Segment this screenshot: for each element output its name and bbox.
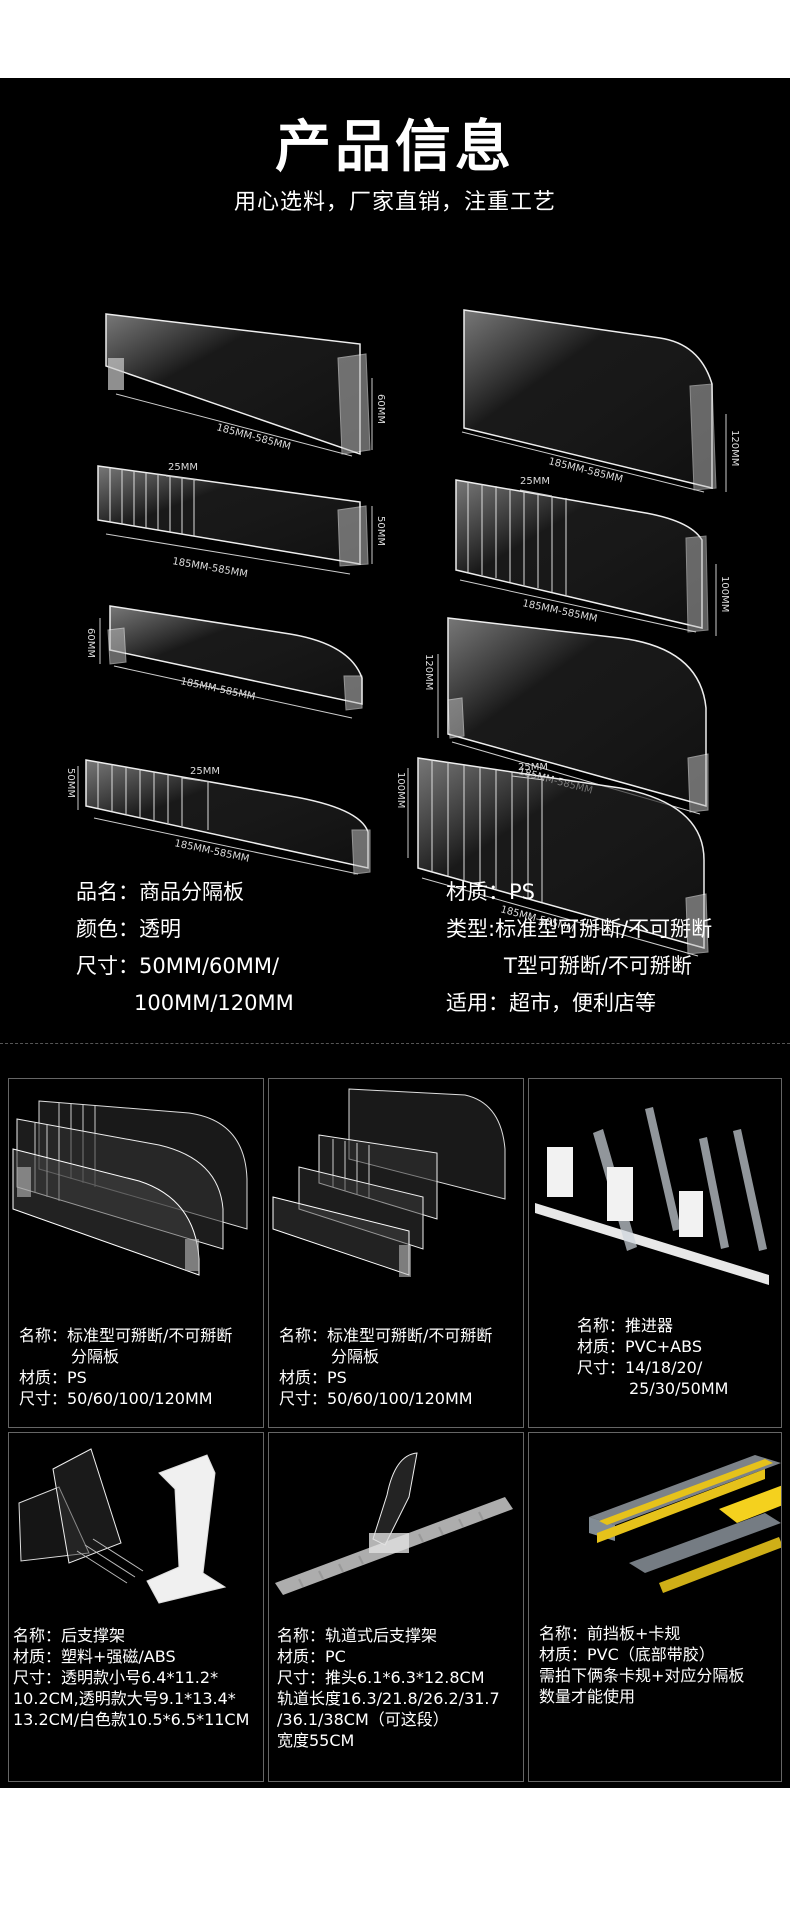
- product-illustrations-svg: 185MM-585MM 60MM 185MM-585MM 120MM: [65, 309, 740, 957]
- accessory-grid: 名称：标准型可掰断/不可掰断 分隔板 材质：PS 尺寸：50/60/100/12…: [8, 1078, 782, 1782]
- divider-product-3: 25MM 185MM-585MM 50MM: [97, 462, 386, 580]
- card-6-note-2: 数量才能使用: [539, 1687, 636, 1706]
- card-2-size: 尺寸：50/60/100/120MM: [279, 1389, 473, 1408]
- product-illustrations: 185MM-585MM 60MM 185MM-585MM 120MM: [0, 218, 790, 958]
- card-5-width: 宽度55CM: [277, 1731, 355, 1750]
- spec-color: 颜色：透明: [76, 917, 181, 941]
- section-divider: [0, 1043, 790, 1044]
- card-3-name: 名称：推进器: [577, 1316, 674, 1335]
- card-2-name-continued: 分隔板: [331, 1347, 380, 1366]
- accessory-card-rear-support: 名称：后支撑架 材质：塑料+强磁/ABS 尺寸：透明款小号6.4*11.2* 1…: [8, 1432, 264, 1782]
- page-subtitle: 用心选料，厂家直销，注重工艺: [233, 190, 556, 215]
- card-5-rail-length: 轨道长度16.3/21.8/26.2/31.7: [277, 1689, 500, 1708]
- card-2-name: 名称：标准型可掰断/不可掰断: [279, 1326, 493, 1345]
- card-6-note: 需拍下俩条卡规+对应分隔板: [539, 1666, 745, 1685]
- divider-product-2: 185MM-585MM 120MM: [461, 309, 740, 493]
- accessory-card-standard-divider-2: 名称：标准型可掰断/不可掰断 分隔板 材质：PS 尺寸：50/60/100/12…: [268, 1078, 524, 1428]
- divider-product-1: 185MM-585MM 60MM: [105, 313, 386, 457]
- accessory-card-pusher: 名称：推进器 材质：PVC+ABS 尺寸：14/18/20/ 25/30/50M…: [528, 1078, 782, 1428]
- divider-3-width-label: 185MM-585MM: [171, 556, 248, 580]
- card-4-size-2: 10.2CM,透明款大号9.1*13.4*: [13, 1689, 236, 1708]
- card-6-name: 名称：前挡板+卡规: [539, 1624, 681, 1643]
- divider-8-gap-label: 25MM: [518, 762, 548, 773]
- divider-5-width-label: 185MM-585MM: [179, 676, 256, 703]
- rail-support-image: [275, 1452, 513, 1595]
- card-4-size-3: 13.2CM/白色款10.5*6.5*11CM: [13, 1710, 250, 1729]
- card-5-name: 名称：轨道式后支撑架: [277, 1626, 438, 1645]
- spec-size-continued: 100MM/120MM: [134, 991, 294, 1015]
- card-1-text: 名称：标准型可掰断/不可掰断 分隔板 材质：PS 尺寸：50/60/100/12…: [19, 1325, 232, 1409]
- pusher-image: [535, 1107, 769, 1285]
- card-2-material: 材质：PS: [279, 1368, 347, 1387]
- divider-3-gap-label: 25MM: [168, 462, 198, 473]
- card-4-material: 材质：塑料+强磁/ABS: [13, 1647, 176, 1666]
- page-title: 产品信息: [275, 115, 515, 180]
- card-5-material: 材质：PC: [277, 1647, 346, 1666]
- card-3-size-continued: 25/30/50MM: [629, 1379, 729, 1398]
- card-1-name: 名称：标准型可掰断/不可掰断: [19, 1326, 233, 1345]
- spec-list-right: 材质：PS 类型:标准型可掰断/不可掰断 T型可掰断/不可掰断 适用：超市，便利…: [446, 874, 712, 1022]
- card-4-name: 名称：后支撑架: [13, 1626, 126, 1645]
- card-5-size: 尺寸：推头6.1*6.3*12.8CM: [277, 1668, 485, 1687]
- card-6-text: 名称：前挡板+卡规 材质：PVC（底部带胶） 需拍下俩条卡规+对应分隔板 数量才…: [539, 1623, 744, 1707]
- card-4-text: 名称：后支撑架 材质：塑料+强磁/ABS 尺寸：透明款小号6.4*11.2* 1…: [13, 1625, 249, 1730]
- card-3-size: 尺寸：14/18/20/: [577, 1358, 703, 1377]
- divider-5-height-label: 60MM: [85, 628, 96, 658]
- spec-product-name: 品名：商品分隔板: [76, 880, 244, 904]
- card-3-text: 名称：推进器 材质：PVC+ABS 尺寸：14/18/20/ 25/30/50M…: [577, 1315, 728, 1399]
- card-3-material: 材质：PVC+ABS: [577, 1337, 702, 1356]
- divider-1-height-label: 60MM: [375, 394, 386, 424]
- divider-6-height-label: 120MM: [423, 654, 434, 690]
- spec-usage: 适用：超市，便利店等: [446, 991, 656, 1015]
- accessory-card-rail-support: 名称：轨道式后支撑架 材质：PC 尺寸：推头6.1*6.3*12.8CM 轨道长…: [268, 1432, 524, 1782]
- divider-7-height-label: 50MM: [65, 768, 76, 798]
- divider-7-gap-label: 25MM: [190, 766, 220, 777]
- card-1-material: 材质：PS: [19, 1368, 87, 1387]
- divider-product-4: 25MM 185MM-585MM 100MM: [455, 476, 730, 636]
- divider-product-5: 185MM-585MM 60MM: [85, 605, 363, 719]
- card-6-material: 材质：PVC（底部带胶）: [539, 1645, 715, 1664]
- card-5-rail-length-2: /36.1/38CM（可这段）: [277, 1710, 449, 1729]
- rear-support-image: [18, 1448, 227, 1604]
- spec-type: 类型:标准型可掰断/不可掰断: [446, 917, 713, 941]
- card-5-text: 名称：轨道式后支撑架 材质：PC 尺寸：推头6.1*6.3*12.8CM 轨道长…: [277, 1625, 500, 1751]
- product-info-page: 产品信息 用心选料，厂家直销，注重工艺 185MM-585MM 60MM: [0, 78, 790, 1788]
- divider-8-height-label: 100MM: [395, 772, 406, 808]
- spec-type-continued: T型可掰断/不可掰断: [504, 954, 692, 978]
- card-4-size: 尺寸：透明款小号6.4*11.2*: [13, 1668, 219, 1687]
- standard-divider-angle-image: [272, 1088, 506, 1277]
- card-1-size: 尺寸：50/60/100/120MM: [19, 1389, 213, 1408]
- divider-product-7: 25MM 185MM-585MM 50MM: [65, 759, 371, 875]
- accessory-card-front-guard: 名称：前挡板+卡规 材质：PVC（底部带胶） 需拍下俩条卡规+对应分隔板 数量才…: [528, 1432, 782, 1782]
- spec-list-left: 品名：商品分隔板 颜色：透明 尺寸：50MM/60MM/ 100MM/120MM: [76, 874, 294, 1022]
- front-guard-image: [589, 1455, 781, 1593]
- spec-size: 尺寸：50MM/60MM/: [76, 954, 280, 978]
- standard-divider-stack-image: [12, 1100, 248, 1276]
- divider-7-width-label: 185MM-585MM: [173, 838, 250, 865]
- divider-4-height-label: 100MM: [719, 576, 730, 612]
- accessory-card-standard-divider-1: 名称：标准型可掰断/不可掰断 分隔板 材质：PS 尺寸：50/60/100/12…: [8, 1078, 264, 1428]
- divider-3-height-label: 50MM: [375, 516, 386, 546]
- card-2-text: 名称：标准型可掰断/不可掰断 分隔板 材质：PS 尺寸：50/60/100/12…: [279, 1325, 492, 1409]
- card-1-name-continued: 分隔板: [71, 1347, 120, 1366]
- divider-2-height-label: 120MM: [729, 430, 740, 466]
- spec-material: 材质：PS: [446, 880, 535, 904]
- divider-4-gap-label: 25MM: [520, 476, 550, 487]
